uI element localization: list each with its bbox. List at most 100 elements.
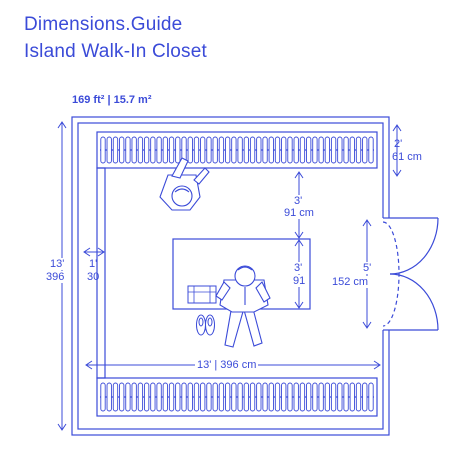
rack-depth-ft-label: 2' bbox=[394, 138, 403, 150]
door-clearance-arc bbox=[382, 221, 400, 327]
garment-hanger bbox=[274, 382, 281, 412]
garment-hanger bbox=[175, 136, 181, 164]
side-clear-ft-label: 1' bbox=[89, 258, 98, 270]
garment-hanger bbox=[318, 382, 324, 412]
garment-hanger bbox=[237, 382, 243, 412]
garment-hanger bbox=[218, 382, 225, 412]
garment-hanger bbox=[343, 382, 349, 412]
garment-hanger bbox=[349, 136, 355, 164]
garment-hanger bbox=[175, 382, 181, 412]
garment-hanger bbox=[349, 382, 355, 412]
garment-hanger bbox=[156, 382, 162, 412]
garment-hanger bbox=[206, 382, 212, 412]
garment-hanger bbox=[119, 136, 125, 164]
garment-hanger bbox=[274, 136, 281, 164]
door-cm-label: 152 cm bbox=[330, 276, 371, 288]
door-opening bbox=[380, 218, 390, 330]
garment-hanger bbox=[337, 382, 343, 412]
garment-hanger bbox=[156, 136, 162, 164]
garment-hanger bbox=[312, 382, 318, 412]
garment-hanger bbox=[137, 136, 144, 164]
height-cm-label: 396 bbox=[44, 271, 67, 283]
garment-hanger bbox=[212, 382, 218, 412]
garment-hanger bbox=[306, 382, 312, 412]
garment-hanger bbox=[137, 382, 144, 412]
garment-hanger bbox=[299, 382, 306, 412]
garment-hanger bbox=[162, 382, 168, 412]
garment-hanger bbox=[100, 382, 106, 412]
garment-hanger bbox=[106, 382, 112, 412]
garment-hanger bbox=[143, 382, 150, 412]
garment-hanger bbox=[368, 136, 374, 164]
diagram-title: Island Walk-In Closet bbox=[24, 41, 208, 62]
folded-clothes-icon bbox=[187, 285, 217, 304]
garment-hanger bbox=[287, 136, 293, 164]
rack-depth-cm-label: 61 cm bbox=[392, 151, 422, 163]
garment-hanger bbox=[143, 136, 150, 164]
garment-hanger bbox=[200, 136, 206, 164]
door-swing-top bbox=[389, 217, 439, 275]
garment-hanger bbox=[119, 382, 125, 412]
height-ft-label: 13' bbox=[48, 258, 67, 270]
garment-hanger bbox=[268, 136, 274, 164]
garment-hanger bbox=[312, 136, 318, 164]
garment-hanger bbox=[293, 382, 299, 412]
garment-hanger bbox=[249, 136, 256, 164]
garment-hanger bbox=[224, 136, 231, 164]
brand-title: Dimensions.Guide bbox=[24, 14, 183, 35]
garment-hanger bbox=[262, 382, 268, 412]
bottom-hanger-group bbox=[100, 382, 374, 412]
garment-hanger bbox=[125, 382, 131, 412]
garment-hanger bbox=[293, 136, 299, 164]
aisle-ft-label: 3' bbox=[292, 195, 305, 207]
garment-hanger bbox=[181, 382, 187, 412]
garment-hanger bbox=[362, 136, 368, 164]
garment-hanger bbox=[355, 382, 362, 412]
side-clear-cm-label: 30 bbox=[87, 271, 100, 283]
garment-hanger bbox=[268, 382, 274, 412]
shoes-icon bbox=[196, 314, 215, 336]
garment-hanger bbox=[249, 382, 256, 412]
garment-hanger bbox=[200, 382, 206, 412]
garment-hanger bbox=[337, 136, 343, 164]
garment-hanger bbox=[330, 382, 337, 412]
garment-hanger bbox=[106, 136, 112, 164]
garment-hanger bbox=[100, 136, 106, 164]
garment-hanger bbox=[224, 382, 231, 412]
garment-hanger bbox=[343, 136, 349, 164]
garment-hanger bbox=[256, 136, 262, 164]
garment-hanger bbox=[231, 382, 237, 412]
garment-hanger bbox=[287, 382, 293, 412]
garment-hanger bbox=[237, 136, 243, 164]
garment-hanger bbox=[281, 382, 287, 412]
garment-hanger bbox=[131, 136, 137, 164]
garment-hanger bbox=[112, 382, 119, 412]
top-rack bbox=[96, 131, 378, 169]
door-ft-label: 5' bbox=[361, 262, 374, 274]
garment-hanger bbox=[150, 136, 156, 164]
garment-hanger bbox=[131, 382, 137, 412]
garment-hanger bbox=[299, 136, 306, 164]
garment-hanger bbox=[212, 136, 218, 164]
garment-hanger bbox=[306, 136, 312, 164]
garment-hanger bbox=[206, 136, 212, 164]
aisle-cm-label: 91 cm bbox=[282, 207, 316, 219]
door-swing-bottom bbox=[389, 273, 439, 331]
garment-hanger bbox=[112, 136, 119, 164]
garment-hanger bbox=[243, 382, 249, 412]
garment-hanger bbox=[256, 382, 262, 412]
width-label: 13' | 396 cm bbox=[195, 359, 259, 371]
garment-hanger bbox=[362, 382, 368, 412]
garment-hanger bbox=[150, 382, 156, 412]
garment-hanger bbox=[125, 136, 131, 164]
garment-hanger bbox=[187, 136, 193, 164]
top-hanger-group bbox=[100, 136, 374, 164]
garment-hanger bbox=[368, 382, 374, 412]
garment-hanger bbox=[330, 136, 337, 164]
garment-hanger bbox=[318, 136, 324, 164]
garment-hanger bbox=[168, 382, 175, 412]
garment-hanger bbox=[262, 136, 268, 164]
garment-hanger bbox=[193, 136, 200, 164]
garment-hanger bbox=[187, 382, 193, 412]
